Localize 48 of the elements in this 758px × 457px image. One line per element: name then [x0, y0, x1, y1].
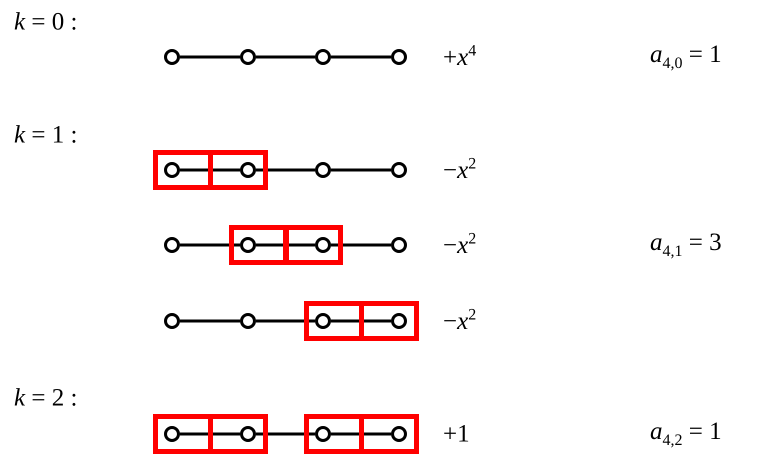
vertex-circle — [391, 313, 407, 329]
case-label: k = 1 : — [14, 121, 78, 149]
vertex-circle — [240, 49, 256, 65]
graph-edge — [180, 320, 240, 322]
graph-edge — [331, 432, 391, 436]
case-label: k = 2 : — [14, 384, 78, 412]
graph-edge — [180, 56, 240, 58]
vertex-circle — [164, 49, 180, 65]
polynomial-term: +x$^{4}$ — [443, 42, 476, 72]
vertex-circle — [315, 426, 331, 442]
graph-edge — [180, 432, 240, 436]
graph-edge — [256, 168, 315, 172]
graph-edge — [256, 244, 315, 246]
vertex-circle — [164, 313, 180, 329]
vertex-circle — [240, 313, 256, 329]
vertex-circle — [391, 237, 407, 253]
vertex-circle — [391, 162, 407, 178]
highlight-square — [282, 225, 342, 265]
coefficient-label: a$_{4,2}$ = 1 — [650, 418, 722, 450]
graph-edge — [256, 56, 315, 58]
vertex-circle — [240, 426, 256, 442]
vertex-circle — [315, 49, 331, 65]
vertex-circle — [164, 237, 180, 253]
polynomial-term: −x$^{2}$ — [443, 230, 476, 260]
vertex-circle — [391, 426, 407, 442]
polynomial-term: +1 — [443, 420, 470, 448]
graph-edge — [331, 56, 391, 58]
graph-edge — [180, 244, 240, 246]
polynomial-term: −x$^{2}$ — [443, 306, 476, 336]
coefficient-label: a$_{4,0}$ = 1 — [650, 41, 722, 73]
coefficient-label: a$_{4,1}$ = 3 — [650, 229, 722, 261]
vertex-circle — [315, 162, 331, 178]
highlight-square — [228, 225, 288, 265]
graph-edge — [331, 168, 391, 172]
vertex-circle — [315, 237, 331, 253]
case-label: k = 0 : — [14, 8, 78, 36]
graph-edge — [331, 320, 391, 322]
vertex-circle — [240, 162, 256, 178]
polynomial-term: −x$^{2}$ — [443, 156, 476, 184]
graph-edge — [256, 320, 315, 322]
vertex-circle — [164, 162, 180, 178]
vertex-circle — [240, 237, 256, 253]
graph-edge — [180, 168, 240, 172]
vertex-circle — [315, 313, 331, 329]
graph-edge — [256, 432, 315, 436]
vertex-circle — [391, 49, 407, 65]
vertex-circle — [164, 426, 180, 442]
graph-edge — [331, 244, 391, 246]
